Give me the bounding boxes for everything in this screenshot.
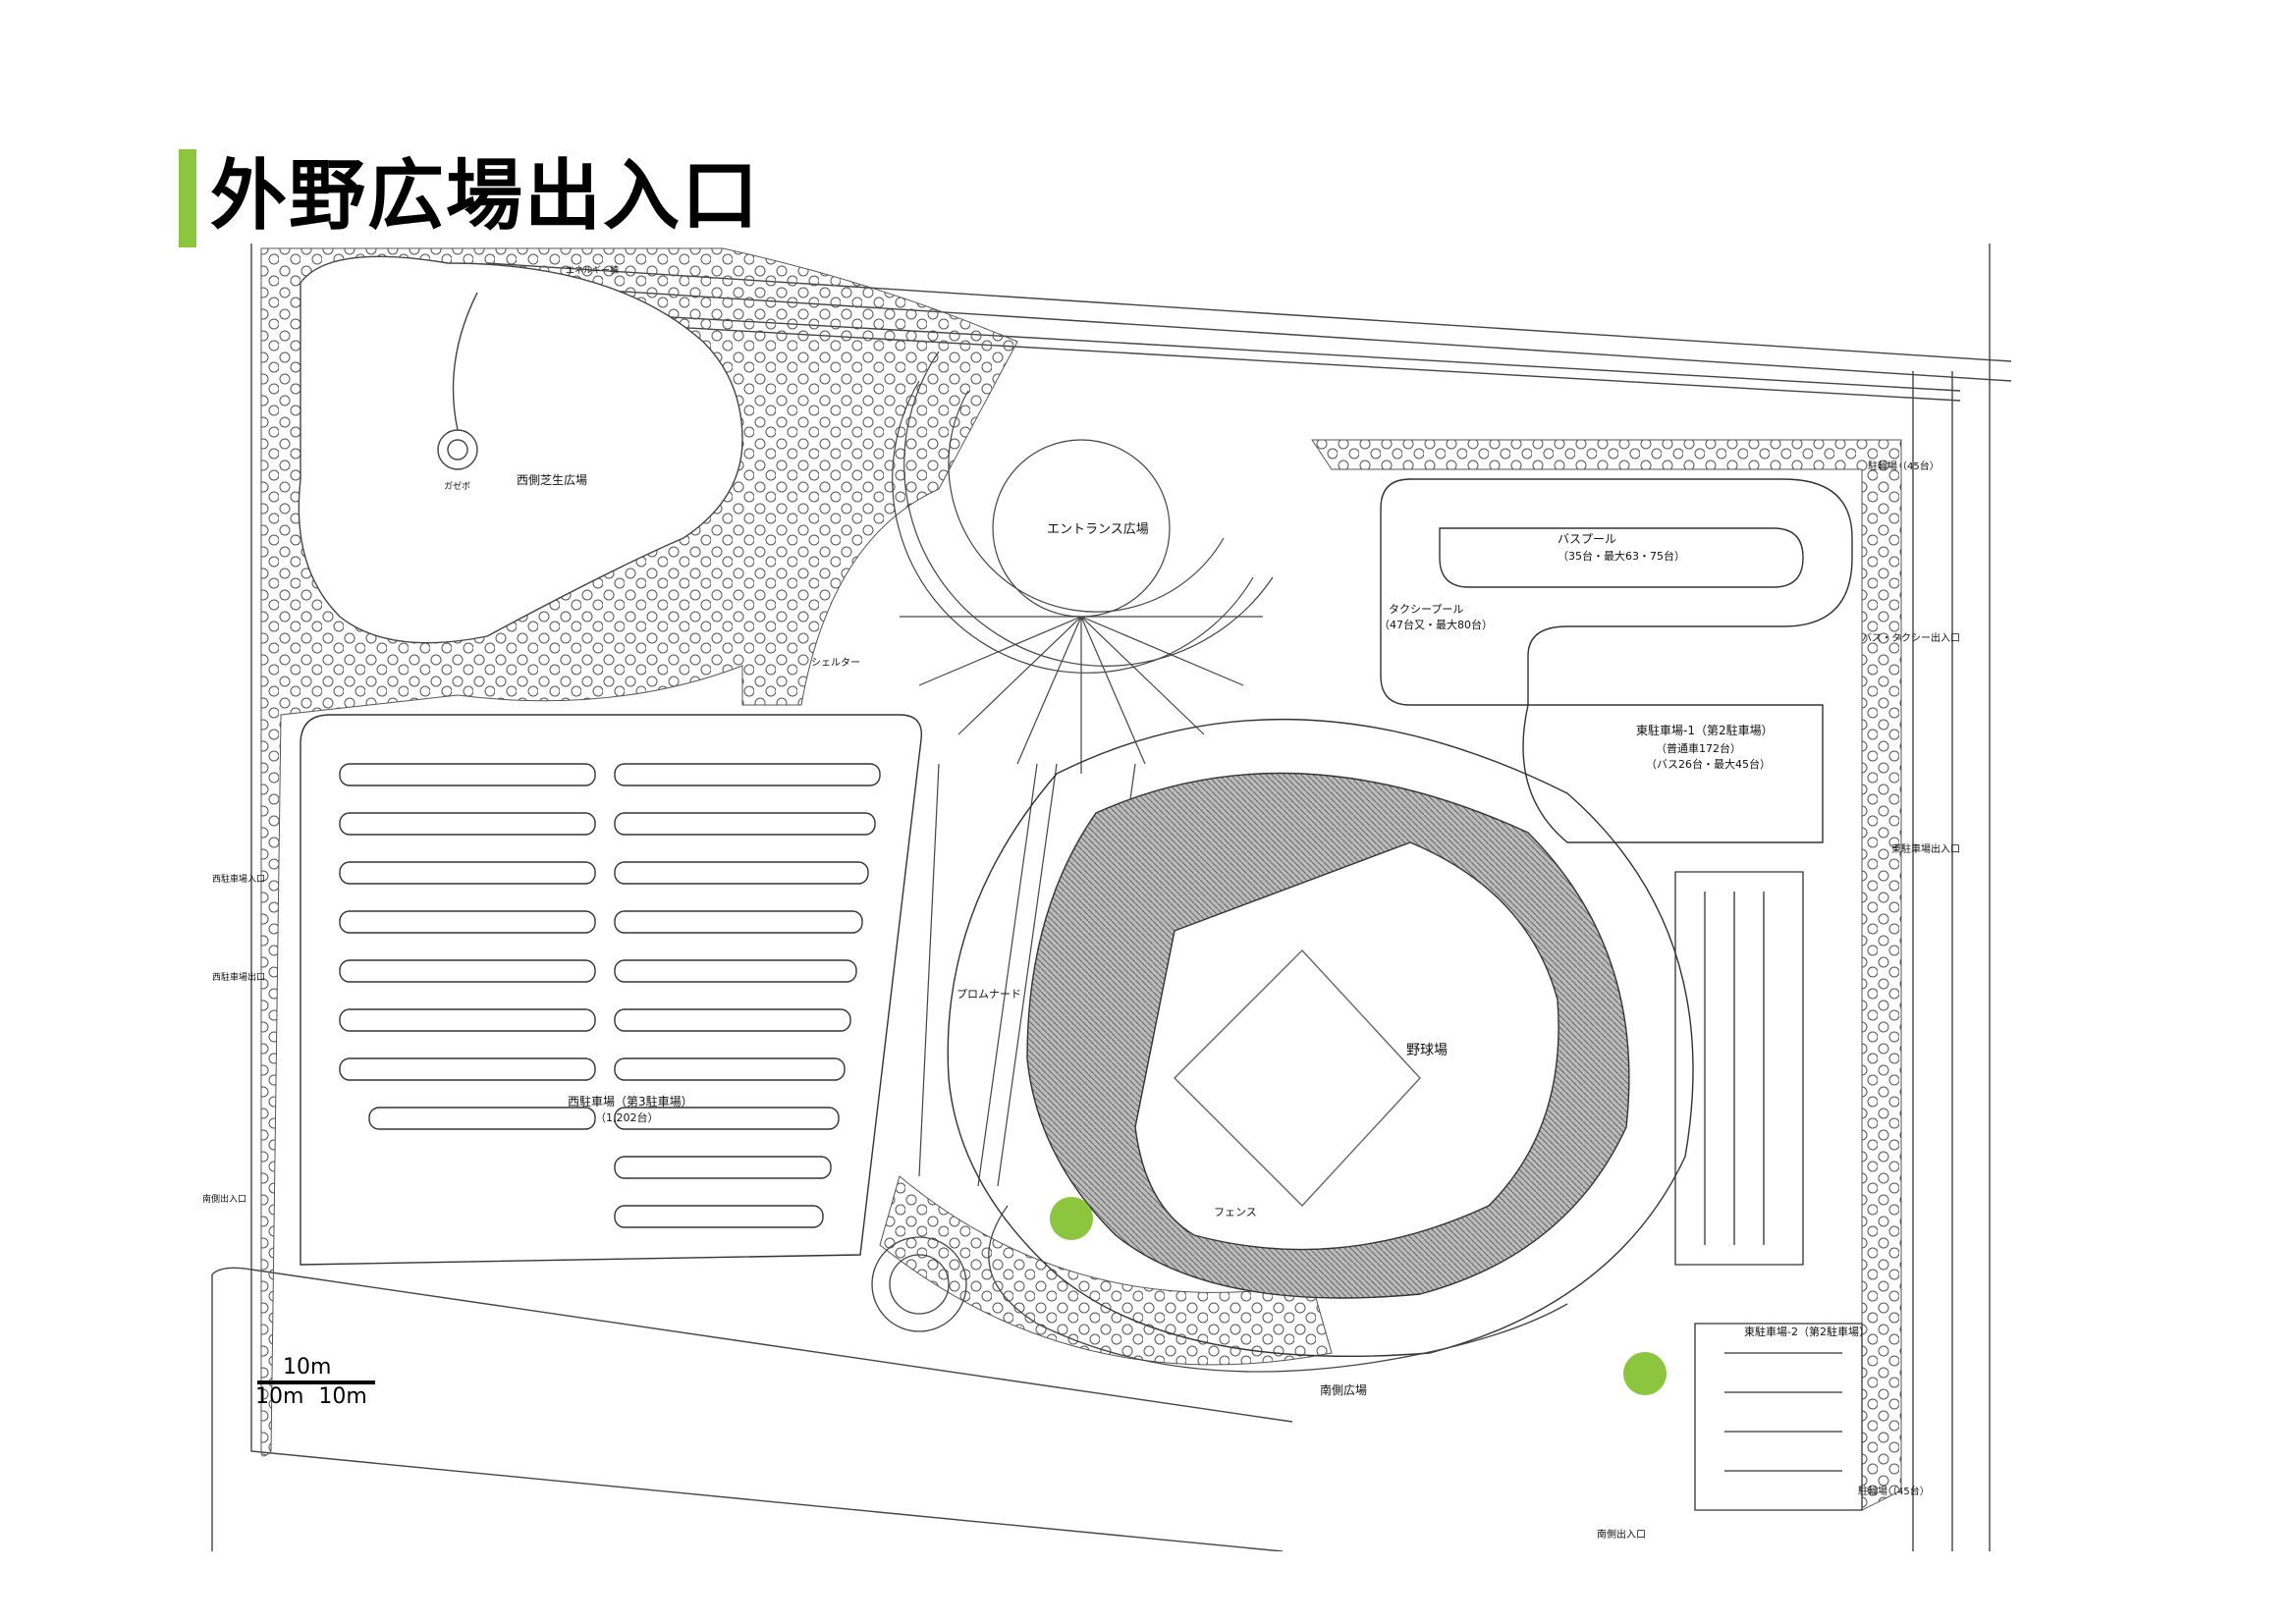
scale-top-label: 10m (283, 1355, 332, 1380)
label-west-entrance-2: 西駐車場出口 (212, 971, 265, 983)
label-gazebo: ガゼボ (444, 480, 470, 492)
label-east-parking-1-cap-a: （普通車172台） (1656, 741, 1741, 755)
label-east-entrance: 東駐車場出入口 (1891, 842, 1960, 855)
marker-outfield-entrance-west[interactable] (1050, 1197, 1093, 1240)
site-plan-map: 西側芝生広場 エントランス広場 バスプール （35台・最大63・75台） タクシ… (192, 244, 2011, 1551)
marker-outfield-entrance-east[interactable] (1623, 1352, 1667, 1395)
label-energy-bldg: エネルギー棟 (566, 264, 619, 276)
page-title: 外野広場出入口 (210, 151, 761, 241)
label-shelter: シェルター (811, 657, 860, 669)
label-fence: フェンス (1214, 1206, 1257, 1218)
label-east-parking-1: 東駐車場-1（第2駐車場） (1636, 723, 1774, 737)
label-east-parking-2: 東駐車場-2（第2駐車場） (1744, 1325, 1870, 1338)
label-bus-pool-capacity: （35台・最大63・75台） (1558, 549, 1685, 563)
scale-bar: 10m 10m 10m (249, 1355, 397, 1414)
label-entrance-plaza: エントランス広場 (1047, 522, 1149, 537)
label-west-entrance-1: 西駐車場入口 (212, 873, 265, 885)
label-bike-parking-top: 駐輪場（45台） (1868, 460, 1940, 472)
label-north-entrance: 南側出入口 (202, 1193, 246, 1205)
label-west-lawn: 西側芝生広場 (517, 472, 587, 487)
label-west-parking-cap: （1,202台） (595, 1110, 659, 1124)
scale-line (257, 1380, 375, 1384)
scale-bottom-label: 10m 10m (255, 1384, 367, 1409)
label-south-entrance: 南側出入口 (1597, 1528, 1646, 1541)
label-bus-taxi-entrance: バス・タクシー出入口 (1862, 631, 1960, 644)
label-south-plaza: 南側広場 (1320, 1382, 1367, 1397)
label-taxi-pool: タクシープール (1389, 603, 1463, 616)
label-west-parking: 西駐車場（第3駐車場） (568, 1094, 693, 1109)
label-bike-parking-bottom: 駐輪場（45台） (1858, 1485, 1930, 1497)
label-taxi-pool-capacity: （47台又・最大80台） (1379, 618, 1493, 631)
label-baseball-field: 野球場 (1406, 1043, 1448, 1058)
label-east-parking-1-cap-b: （バス26台・最大45台） (1646, 757, 1771, 771)
label-bus-pool: バスプール (1558, 532, 1616, 546)
title-accent-bar (179, 149, 196, 247)
label-promenade: プロムナード (957, 988, 1021, 1001)
